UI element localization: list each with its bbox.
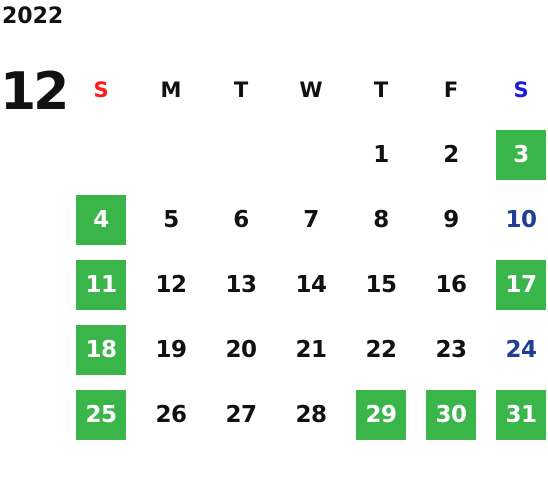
day-number: 21 <box>295 336 327 363</box>
holiday-day-number: 4 <box>76 194 126 245</box>
day-number: 23 <box>435 336 467 363</box>
calendar-month: 12 <box>0 62 69 122</box>
day-cell[interactable]: 2 <box>416 122 486 187</box>
holiday-day-number: 18 <box>76 324 126 375</box>
weekday-header: M <box>160 77 182 102</box>
day-cell[interactable]: 17 <box>486 252 548 317</box>
holiday-day-number: 30 <box>426 389 476 440</box>
day-number: 26 <box>155 401 187 428</box>
calendar-year: 2022 <box>2 4 64 29</box>
day-cell[interactable]: 6 <box>206 187 276 252</box>
day-cell[interactable]: 22 <box>346 317 416 382</box>
day-cell[interactable]: 26 <box>136 382 206 447</box>
empty-day-cell <box>276 122 346 187</box>
day-number: 5 <box>163 206 179 233</box>
day-number: 8 <box>373 206 389 233</box>
empty-day-cell <box>136 122 206 187</box>
day-number: 27 <box>225 401 257 428</box>
holiday-day-number: 17 <box>496 259 546 310</box>
day-number: 19 <box>155 336 187 363</box>
day-cell[interactable]: 25 <box>66 382 136 447</box>
day-number: 28 <box>295 401 327 428</box>
day-cell[interactable]: 1 <box>346 122 416 187</box>
day-cell[interactable]: 4 <box>66 187 136 252</box>
day-cell[interactable]: 28 <box>276 382 346 447</box>
day-cell[interactable]: 18 <box>66 317 136 382</box>
weekday-header: T <box>373 77 389 102</box>
holiday-day-number: 11 <box>76 259 126 310</box>
day-cell[interactable]: 19 <box>136 317 206 382</box>
day-cell[interactable]: 23 <box>416 317 486 382</box>
weekday-header: S <box>93 77 109 102</box>
day-number: 9 <box>443 206 459 233</box>
day-cell[interactable]: 8 <box>346 187 416 252</box>
weekday-header: T <box>233 77 249 102</box>
day-cell[interactable]: 7 <box>276 187 346 252</box>
day-number: 24 <box>505 336 537 363</box>
day-cell[interactable]: 21 <box>276 317 346 382</box>
day-number: 2 <box>443 141 459 168</box>
day-cell[interactable]: 20 <box>206 317 276 382</box>
day-number: 1 <box>373 141 389 168</box>
day-cell[interactable]: 9 <box>416 187 486 252</box>
day-number: 16 <box>435 271 467 298</box>
day-number: 7 <box>303 206 319 233</box>
day-number: 22 <box>365 336 397 363</box>
empty-day-cell <box>66 122 136 187</box>
holiday-day-number: 31 <box>496 389 546 440</box>
holiday-day-number: 3 <box>496 129 546 180</box>
day-cell[interactable]: 11 <box>66 252 136 317</box>
day-number: 12 <box>155 271 187 298</box>
day-cell[interactable]: 5 <box>136 187 206 252</box>
day-cell[interactable]: 16 <box>416 252 486 317</box>
empty-day-cell <box>206 122 276 187</box>
day-cell[interactable]: 30 <box>416 382 486 447</box>
weekday-header: W <box>299 77 323 102</box>
day-cell[interactable]: 14 <box>276 252 346 317</box>
day-cell[interactable]: 29 <box>346 382 416 447</box>
day-number: 20 <box>225 336 257 363</box>
weekday-header: S <box>513 77 529 102</box>
holiday-day-number: 25 <box>76 389 126 440</box>
day-cell[interactable]: 31 <box>486 382 548 447</box>
day-number: 14 <box>295 271 327 298</box>
day-number: 15 <box>365 271 397 298</box>
day-cell[interactable]: 15 <box>346 252 416 317</box>
holiday-day-number: 29 <box>356 389 406 440</box>
weekday-header: F <box>443 77 459 102</box>
day-number: 13 <box>225 271 257 298</box>
day-number: 6 <box>233 206 249 233</box>
day-cell[interactable]: 10 <box>486 187 548 252</box>
day-cell[interactable]: 24 <box>486 317 548 382</box>
day-cell[interactable]: 27 <box>206 382 276 447</box>
day-cell[interactable]: 13 <box>206 252 276 317</box>
day-number: 10 <box>505 206 537 233</box>
day-cell[interactable]: 3 <box>486 122 548 187</box>
day-cell[interactable]: 12 <box>136 252 206 317</box>
